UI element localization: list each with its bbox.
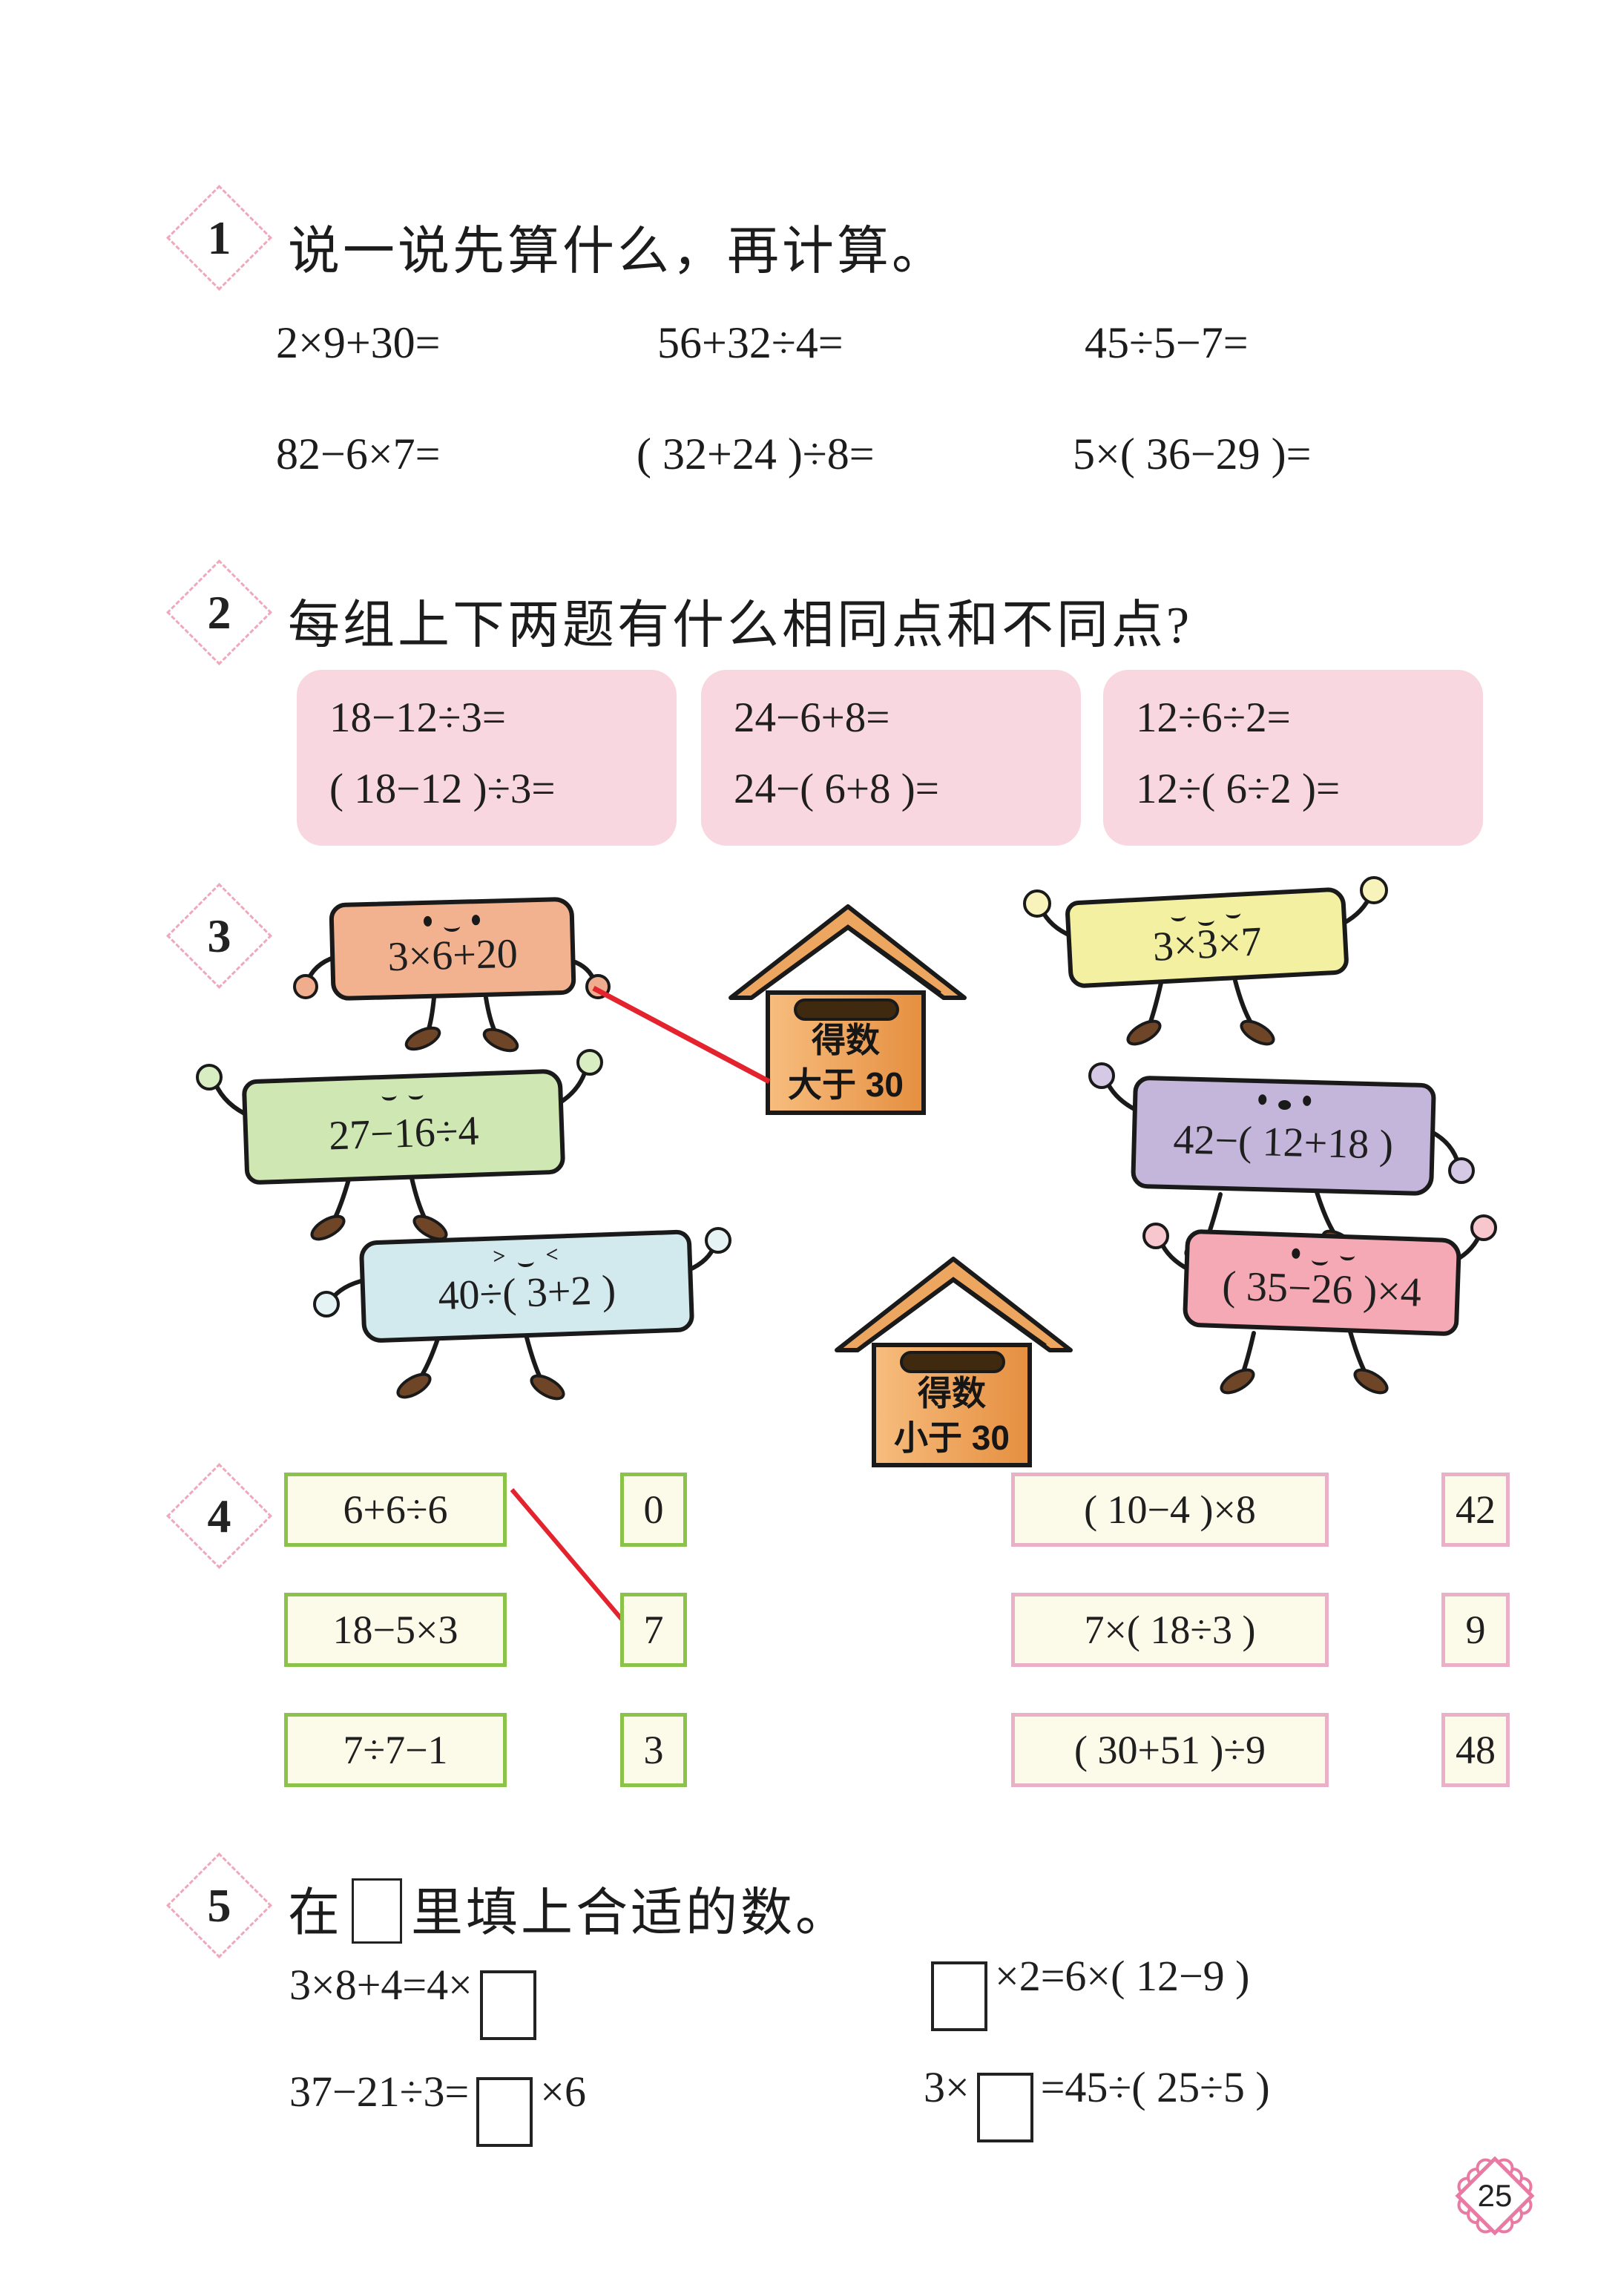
match-answer: 48 — [1441, 1713, 1510, 1787]
equation: 24−( 6+8 )= — [734, 766, 939, 812]
match-expression: ( 30+51 )÷9 — [1011, 1713, 1329, 1787]
fill-box — [352, 1878, 402, 1944]
banner-face — [334, 907, 570, 934]
match-answer: 0 — [620, 1473, 687, 1547]
mitten — [313, 1291, 340, 1318]
banner-purple: 42−( 12+18 ) — [1131, 1075, 1436, 1197]
diamond-ornament-icon — [1455, 2156, 1535, 2236]
banner-orange: 3×6+20 — [329, 896, 576, 1001]
equation: 2×9+30= — [276, 318, 441, 367]
equation: 24−6+8= — [734, 694, 890, 741]
equation: 18−12÷3= — [329, 694, 507, 741]
banner-pink: ( 35−26 )×4 — [1182, 1228, 1462, 1337]
mitten — [1088, 1062, 1115, 1089]
fill-box — [976, 2073, 1033, 2142]
match-expression: 18−5×3 — [284, 1593, 507, 1667]
problem-5-badge: 5 — [166, 1852, 272, 1958]
fill-box — [476, 2077, 533, 2147]
match-answer: 9 — [1441, 1593, 1510, 1667]
match-expression: 6+6÷6 — [284, 1473, 507, 1547]
mitten — [1448, 1157, 1475, 1184]
match-expression: 7×( 18÷3 ) — [1011, 1593, 1329, 1667]
mitten — [705, 1227, 731, 1254]
match-answer: 3 — [620, 1713, 687, 1787]
problem-5-number: 5 — [207, 1878, 231, 1932]
problem-2-badge: 2 — [166, 559, 272, 665]
page-number-ornament: 25 — [1447, 2150, 1543, 2242]
problem-2-number: 2 — [207, 585, 231, 639]
compare-group-1: 18−12÷3= ( 18−12 )÷3= — [297, 670, 677, 846]
mail-slot — [900, 1351, 1005, 1373]
page-number: 25 — [1477, 2178, 1513, 2213]
match-answer: 42 — [1441, 1473, 1510, 1547]
problem-2-title: 每组上下两题有什么相同点和不同点? — [288, 597, 1193, 654]
problem-1-number: 1 — [207, 211, 231, 264]
fill-equation: 3×8+4=4× — [289, 1960, 544, 2040]
banner-green: 27−16÷4 — [241, 1068, 566, 1185]
fill-equation: 37−21÷3= ×6 — [289, 2067, 586, 2147]
mitten — [1470, 1214, 1497, 1241]
problem-4-badge: 4 — [166, 1463, 272, 1569]
problem-1-badge: 1 — [166, 185, 272, 291]
problem-4-number: 4 — [207, 1489, 231, 1542]
house-label-greater: 得数 大于 30 — [788, 1021, 904, 1104]
equation: 12÷( 6÷2 )= — [1136, 766, 1341, 812]
mitten — [1023, 889, 1051, 918]
problem-5-title: 在 里填上合适的数。 — [288, 1871, 850, 1946]
problem-3-badge: 3 — [166, 883, 272, 989]
mail-slot — [794, 999, 899, 1021]
compare-group-3: 12÷6÷2= 12÷( 6÷2 )= — [1103, 670, 1483, 846]
fill-equation: ×2=6×( 12−9 ) — [924, 1951, 1249, 2031]
equation: ( 18−12 )÷3= — [329, 766, 556, 812]
fill-box — [479, 1970, 536, 2040]
equation: 45÷5−7= — [1085, 318, 1249, 367]
equation: 56+32÷4= — [657, 318, 843, 367]
equation: 5×( 36−29 )= — [1073, 430, 1312, 478]
match-line-p3 — [592, 985, 771, 1085]
match-expression: ( 10−4 )×8 — [1011, 1473, 1329, 1547]
house-label-less: 得数 小于 30 — [894, 1374, 1010, 1457]
banner-blue: >< 40÷( 3+2 ) — [358, 1229, 695, 1343]
problem-1-title: 说一说先算什么，再计算。 — [288, 223, 947, 280]
equation: 12÷6÷2= — [1136, 694, 1291, 741]
banner-yellow: 3×3×7 — [1065, 887, 1349, 989]
problem-3-number: 3 — [207, 909, 231, 962]
mitten — [196, 1064, 223, 1091]
equation: 82−6×7= — [276, 430, 441, 478]
mitten — [1142, 1223, 1169, 1249]
hand — [293, 974, 318, 999]
hand — [585, 974, 611, 999]
fill-box — [931, 1961, 987, 2031]
mitten — [576, 1049, 603, 1076]
compare-group-2: 24−6+8= 24−( 6+8 )= — [701, 670, 1081, 846]
fill-equation: 3× =45÷( 25÷5 ) — [924, 2062, 1270, 2142]
equation: ( 32+24 )÷8= — [637, 430, 875, 478]
match-expression: 7÷7−1 — [284, 1713, 507, 1787]
match-line-p4 — [510, 1488, 625, 1622]
match-answer: 7 — [620, 1593, 687, 1667]
mitten — [1360, 876, 1388, 904]
